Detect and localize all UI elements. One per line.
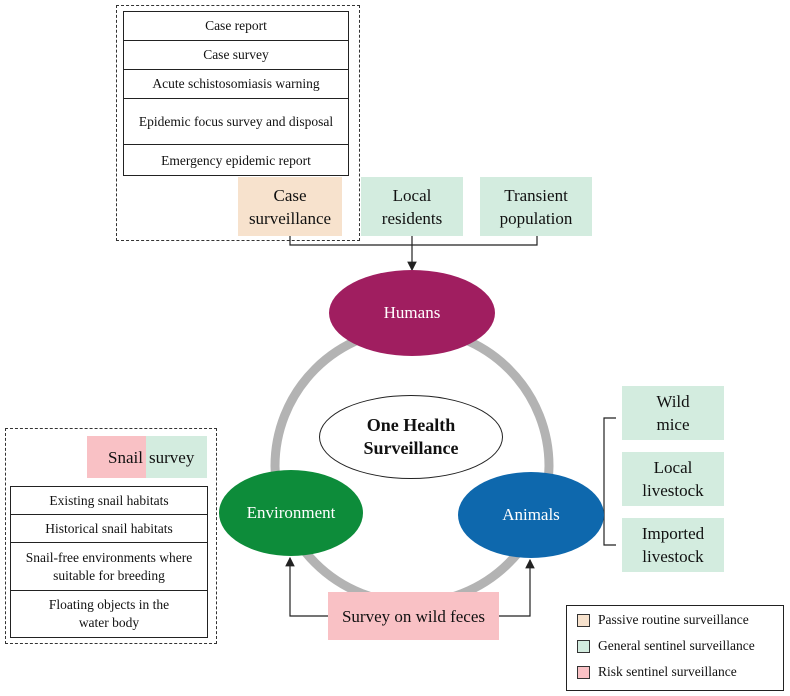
legend-swatch	[577, 665, 590, 679]
list-item: Case survey	[124, 41, 348, 70]
local-livestock-box: Local livestock	[622, 452, 724, 506]
list-item: Case report	[124, 12, 348, 41]
legend-label: Risk sentinel surveillance	[598, 664, 737, 679]
snail-survey-panel	[5, 428, 217, 644]
legend-item: Risk sentinel surveillance	[577, 663, 783, 681]
animals-node: Animals	[458, 472, 604, 558]
list-item: Emergency epidemic report	[161, 152, 311, 168]
center-label: One Health Surveillance	[363, 415, 459, 458]
one-health-center: One Health Surveillance	[319, 395, 503, 479]
legend-item: Passive routine surveillance	[577, 611, 783, 629]
wild-feces-box: Survey on wild feces	[328, 592, 499, 640]
animal-bracket	[603, 417, 616, 546]
legend-item: General sentinel surveillance	[577, 637, 783, 655]
snail-items-list: Existing snail habitats Historical snail…	[10, 486, 208, 638]
legend-label: General sentinel surveillance	[598, 638, 755, 653]
case-items-list: Case report Case survey Acute schistosom…	[123, 11, 349, 176]
local-residents-box: Local residents	[361, 177, 463, 236]
snail-header-part2: survey	[146, 436, 207, 478]
case-surveillance-box: Case surveillance	[238, 177, 342, 236]
wild-mice-box: Wild mice	[622, 386, 724, 440]
legend-label: Passive routine surveillance	[598, 612, 749, 627]
humans-node: Humans	[329, 270, 495, 356]
case-surveillance-panel	[116, 5, 360, 241]
legend: Passive routine surveillance General sen…	[566, 605, 784, 691]
transient-population-box: Transient population	[480, 177, 592, 236]
legend-swatch	[577, 613, 590, 627]
list-item: Existing snail habitats	[11, 487, 207, 515]
list-item: Epidemic focus survey and disposal	[124, 99, 348, 145]
snail-header-part1: Snail	[87, 436, 146, 478]
connector-feces-to-environment	[285, 556, 328, 617]
environment-node: Environment	[219, 470, 363, 556]
list-item: Acute schistosomiasis warning	[124, 70, 348, 99]
list-item: Snail-free environments where suitable f…	[11, 543, 207, 591]
list-item: Historical snail habitats	[11, 515, 207, 543]
imported-livestock-box: Imported livestock	[622, 518, 724, 572]
legend-swatch	[577, 639, 590, 653]
connector-feces-to-animals	[499, 558, 535, 617]
list-item: Floating objects in the water body	[48, 597, 170, 630]
